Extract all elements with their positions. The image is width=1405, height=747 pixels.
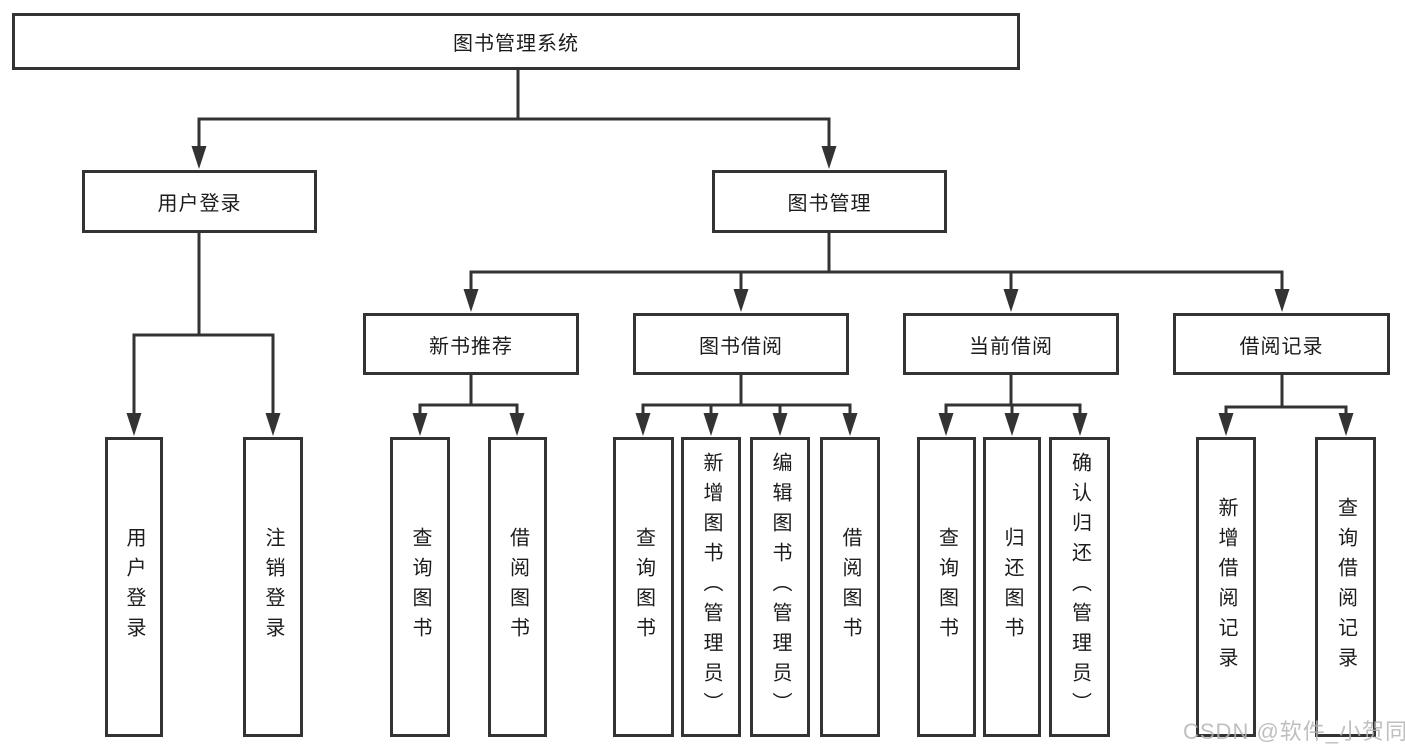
leaf-query-books-current: 查询图书	[917, 437, 976, 737]
node-user-login: 用户登录	[82, 170, 317, 233]
leaf-query-books-borrowing: 查询图书	[613, 437, 674, 737]
leaf-edit-books-admin: 编辑图书（管理员）	[750, 437, 810, 737]
leaf-label: 查询图书	[935, 527, 958, 647]
node-book-management: 图书管理	[712, 170, 947, 233]
leaf-label: 注销登录	[262, 527, 284, 647]
leaf-user-login: 用户登录	[105, 437, 163, 737]
leaf-label: 查询借阅记录	[1334, 497, 1357, 677]
leaf-add-books-admin: 新增图书（管理员）	[681, 437, 741, 737]
leaf-add-borrowing-record: 新增借阅记录	[1196, 437, 1256, 737]
leaf-query-borrowing-record: 查询借阅记录	[1315, 437, 1376, 737]
node-current-borrowing: 当前借阅	[903, 313, 1119, 375]
node-book-borrowing: 图书借阅	[633, 313, 849, 375]
leaf-borrow-books: 借阅图书	[820, 437, 880, 737]
leaf-label: 确认归还（管理员）	[1068, 452, 1091, 722]
leaf-label: 借阅图书	[839, 527, 861, 647]
node-new-book-recommend: 新书推荐	[363, 313, 579, 375]
leaf-label: 查询图书	[632, 527, 655, 647]
node-library-management-system: 图书管理系统	[12, 13, 1020, 70]
leaf-label: 新增借阅记录	[1215, 497, 1237, 677]
leaf-confirm-return-admin: 确认归还（管理员）	[1049, 437, 1110, 737]
leaf-label: 用户登录	[123, 527, 145, 647]
leaf-label: 借阅图书	[506, 527, 529, 647]
leaf-return-books: 归还图书	[983, 437, 1041, 737]
leaf-label: 新增图书（管理员）	[700, 452, 722, 722]
leaf-borrow-books-recommend: 借阅图书	[488, 437, 547, 737]
leaf-query-books-recommend: 查询图书	[390, 437, 450, 737]
node-borrowing-records: 借阅记录	[1173, 313, 1390, 375]
leaf-label: 查询图书	[409, 527, 431, 647]
leaf-logout: 注销登录	[243, 437, 303, 737]
leaf-label: 编辑图书（管理员）	[769, 452, 791, 722]
leaf-label: 归还图书	[1001, 527, 1023, 647]
